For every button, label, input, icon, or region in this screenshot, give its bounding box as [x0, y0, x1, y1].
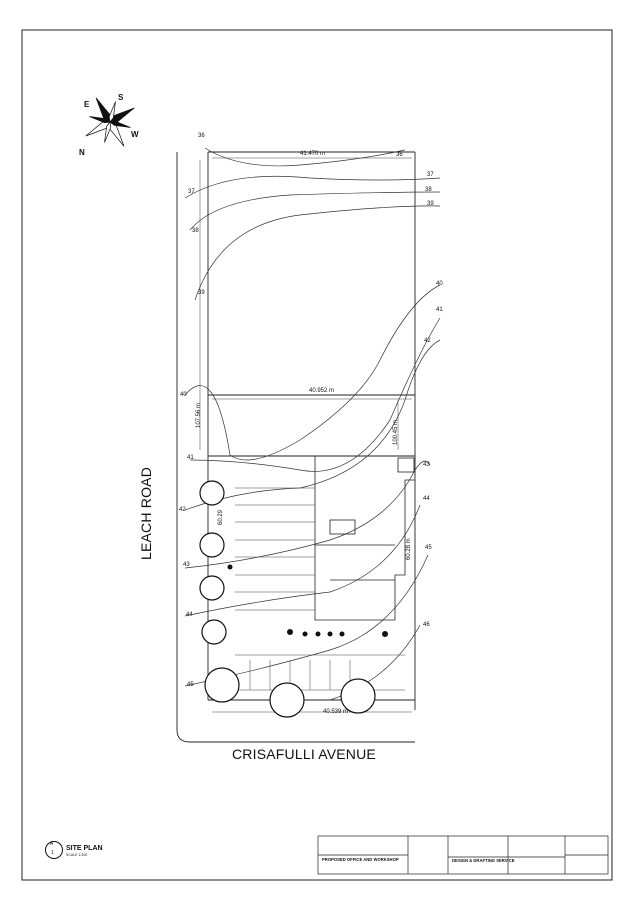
parking-bays [235, 487, 405, 691]
tree [269, 682, 305, 718]
drawing-reference-number: 1 [51, 850, 54, 856]
contour-label: 45 [187, 682, 194, 688]
dimension-lines [199, 157, 412, 713]
contour-label: 40 [180, 392, 187, 398]
dim-right-lower: 60.28 m [406, 538, 412, 560]
shrubs [227, 564, 388, 637]
contour-label: 40 [436, 281, 443, 287]
site-plan-scale: SCALE 1:200 [66, 853, 88, 857]
contour-lines [184, 147, 441, 701]
contour-label: 42 [424, 338, 431, 344]
contour-label: 46 [423, 622, 430, 628]
dim-middle: 40.952 m [309, 388, 335, 394]
contour-label: 38 [192, 228, 199, 234]
contour-label: 45 [425, 545, 432, 551]
site-plan-title: SITE PLAN [66, 845, 103, 852]
contour-label: 36 [198, 133, 205, 139]
contour-label: 37 [427, 172, 434, 178]
tree [199, 575, 225, 601]
contour-label: 36 [396, 152, 403, 158]
title-block-firm: DESIGN & DRAFTING SERVICE [452, 858, 515, 863]
contour-label: 44 [186, 612, 193, 618]
dim-site-left: 60.29 [218, 509, 224, 525]
dim-top: 41.470 m [300, 151, 326, 157]
dim-right: 100.45 m [393, 419, 399, 445]
leach-road-label: LEACH ROAD [138, 466, 154, 560]
landscape-trees [199, 480, 376, 718]
compass-west-label: W [131, 130, 139, 139]
tree [201, 619, 227, 645]
title-block-project: PROPOSED OFFICE AND WORKSHOP [322, 857, 399, 862]
contour-label: 37 [188, 189, 195, 195]
tree [199, 480, 225, 506]
contour-label: 43 [423, 462, 430, 468]
dim-bottom: 40.539 m [323, 709, 349, 715]
contour-label: 44 [423, 496, 430, 502]
contour-label: 39 [198, 290, 205, 296]
north-arrow-icon [85, 97, 135, 147]
contour-label: 41 [436, 307, 443, 313]
contour-label: 38 [425, 187, 432, 193]
contour-label: 42 [179, 507, 186, 513]
compass-east-label: E [84, 100, 90, 109]
crisafulli-avenue-label: CRISAFULLI AVENUE [232, 746, 376, 762]
contour-label: 39 [427, 201, 434, 207]
building-outline [314, 456, 415, 621]
tree [199, 532, 225, 558]
contour-label: 43 [183, 562, 190, 568]
sheet-border [21, 29, 613, 881]
compass-south-label: S [118, 93, 124, 102]
tree [340, 678, 376, 714]
drawing-reference-letter: A [50, 841, 54, 847]
tree [204, 667, 240, 703]
dim-left: 107.56 m [196, 402, 202, 428]
contour-label: 41 [187, 455, 194, 461]
title-block [317, 835, 609, 875]
compass-north-label: N [79, 148, 85, 157]
drawing-reference-bubble [45, 841, 63, 859]
lot-boundary [176, 151, 416, 743]
